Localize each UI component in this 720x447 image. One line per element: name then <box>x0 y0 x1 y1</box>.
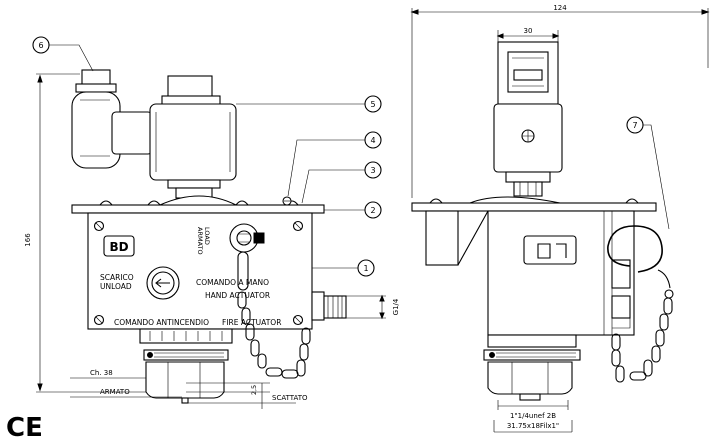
overall-width-text: 124 <box>553 4 567 12</box>
thread-dimension <box>497 400 569 410</box>
svg-text:7: 7 <box>632 121 637 130</box>
pin-ring-icon <box>607 225 674 299</box>
chain-side-icon <box>611 297 673 383</box>
port-fitting <box>311 291 347 321</box>
chain-icon <box>237 291 311 379</box>
thread-line2-text: 31.75x18Filx1" <box>507 422 559 430</box>
armato-load-label: ARMATO LOAD <box>196 227 211 255</box>
comando-a-mano-text: COMANDO A MANO <box>196 278 269 287</box>
ce-mark: CE <box>6 413 43 443</box>
callout-4: 4 <box>287 131 382 197</box>
stroke-text: 2,5 <box>250 385 258 395</box>
load-top-text: LOAD <box>203 227 211 245</box>
armato-top-text: ARMATO <box>196 227 204 255</box>
callout-5: 5 <box>236 95 382 113</box>
svg-text:1: 1 <box>363 264 368 273</box>
comando-antincendio-text: COMANDO ANTINCENDIO <box>114 318 209 327</box>
svg-text:5: 5 <box>370 100 375 109</box>
front-view: BD ARMATO LOAD SCARICO UNLOAD COMANDO A … <box>24 36 400 409</box>
mounting-plate <box>71 195 325 214</box>
svg-text:BD: BD <box>109 240 128 254</box>
hand-actuator <box>229 223 265 291</box>
callout-2: 2 <box>324 201 382 219</box>
svg-text:6: 6 <box>38 41 43 50</box>
solenoid-body <box>149 75 237 199</box>
coil-connector <box>71 69 153 169</box>
side-view: 124 30 <box>410 4 710 433</box>
plate-side <box>411 202 657 212</box>
callout-1: 1 <box>312 259 375 277</box>
thread-line1-text: 1"1/4unef 2B <box>510 412 556 420</box>
callout-7: 7 <box>626 116 670 230</box>
svg-text:4: 4 <box>370 136 375 145</box>
bottom-fitting <box>139 328 233 404</box>
fire-actuator-text: FIRE ACTUATOR <box>222 318 281 327</box>
port-dimension <box>346 295 386 319</box>
hex-text: Ch. 38 <box>90 369 113 377</box>
port-size-text: G1/4 <box>392 298 400 315</box>
bottom-fitting-side <box>483 334 581 401</box>
coil-width-text: 30 <box>524 27 533 35</box>
corner-screws <box>93 220 304 326</box>
body-side <box>425 210 635 336</box>
callout-6: 6 <box>32 36 94 72</box>
stroke-dimension <box>186 382 270 409</box>
armato-bottom-text: ARMATO <box>100 388 130 396</box>
scattato-text: SCATTATO <box>272 394 308 402</box>
svg-text:2: 2 <box>370 206 375 215</box>
width-dimension <box>411 8 709 198</box>
scarico-text: SCARICO <box>100 273 134 282</box>
logo-badge-icon: BD <box>103 235 135 257</box>
unload-text: UNLOAD <box>100 282 132 291</box>
callout-3: 3 <box>301 161 382 204</box>
svg-text:3: 3 <box>370 166 375 175</box>
valve-body <box>87 212 313 330</box>
height-text: 166 <box>24 233 32 247</box>
arrow-button-icon <box>146 266 180 300</box>
height-dimension: 166 <box>24 73 146 393</box>
coil-side <box>493 41 563 197</box>
